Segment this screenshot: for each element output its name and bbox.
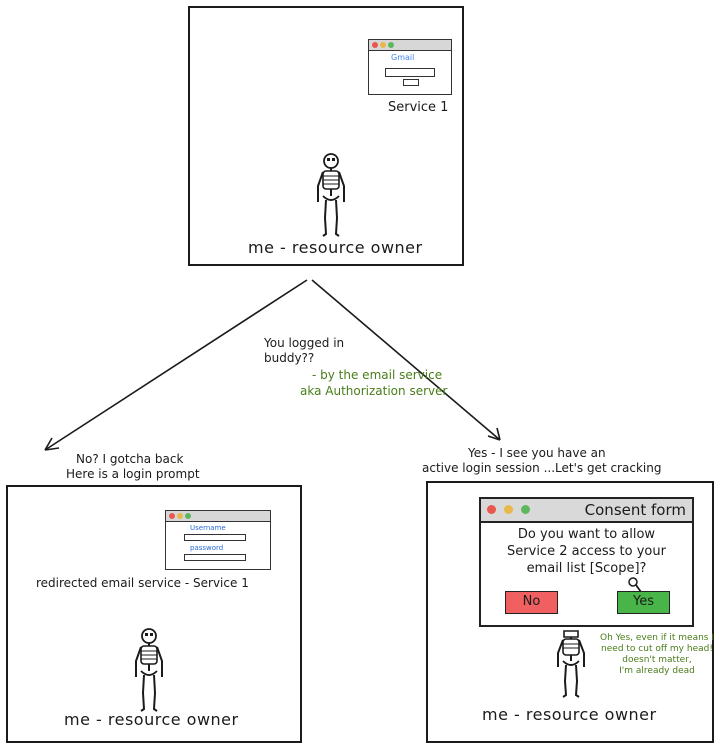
- right-caption-line1: Yes - I see you have an: [468, 446, 606, 460]
- top-panel: Gmail Service 1 me - resource owner: [188, 6, 464, 266]
- consent-question-2: Service 2 access to your: [507, 544, 666, 559]
- note-line2: need to cut off my head!: [601, 644, 713, 654]
- left-caption-line1: No? I gotcha back: [76, 452, 184, 466]
- note-line1: Oh Yes, even if it means I: [599, 633, 714, 643]
- service1-label: Service 1: [388, 100, 449, 115]
- mini-search-button: [403, 79, 419, 86]
- maximize-dot-icon: [185, 513, 191, 519]
- mini-search-field: [385, 68, 435, 77]
- yes-button[interactable]: Yes: [617, 591, 670, 614]
- window-titlebar: [166, 511, 270, 522]
- redirect-label: redirected email service - Service 1: [36, 576, 249, 590]
- owner-label-top: me - resource owner: [248, 238, 423, 257]
- magnifier-cursor-icon: [628, 577, 642, 593]
- login-mini-window: Username password: [165, 510, 271, 570]
- service1-mini-window: Gmail: [368, 39, 452, 95]
- window-titlebar: [369, 40, 451, 51]
- minimize-dot-icon: [504, 505, 513, 514]
- left-panel: Username password redirected email servi…: [6, 485, 302, 743]
- right-caption-line2: active login session ...Let's get cracki…: [422, 461, 662, 475]
- close-dot-icon: [487, 505, 496, 514]
- username-label: Username: [190, 524, 226, 532]
- skeleton-icon: [557, 630, 585, 698]
- consent-question-1: Do you want to allow: [517, 527, 656, 542]
- right-panel: Consent form Do you want to allow Servic…: [426, 481, 714, 743]
- password-label: password: [190, 544, 224, 552]
- arrow-to-left-branch: [44, 279, 308, 451]
- attribution-line1: - by the email service: [312, 368, 443, 382]
- maximize-dot-icon: [388, 42, 394, 48]
- consent-titlebar: Consent form: [481, 499, 692, 523]
- minimize-dot-icon: [177, 513, 183, 519]
- maximize-dot-icon: [521, 505, 530, 514]
- skeleton-icon: [135, 628, 163, 712]
- note-line4: I'm already dead: [619, 666, 695, 676]
- consent-title: Consent form: [584, 501, 686, 519]
- question-line2: buddy??: [264, 351, 315, 365]
- minimize-dot-icon: [380, 42, 386, 48]
- consent-question-3: email list [Scope]?: [526, 561, 647, 576]
- note-line3: doesn't matter,: [622, 655, 692, 665]
- username-field: [184, 534, 246, 541]
- password-field: [184, 554, 246, 561]
- gmail-brand: Gmail: [391, 53, 415, 62]
- question-line1: You logged in: [264, 336, 345, 350]
- owner-label-right: me - resource owner: [482, 705, 657, 724]
- skeleton-icon: [317, 153, 345, 237]
- owner-label-left: me - resource owner: [64, 710, 239, 729]
- arrow-to-right-branch: [311, 279, 501, 441]
- attribution-line2: aka Authorization server: [300, 384, 448, 398]
- left-caption-line2: Here is a login prompt: [66, 467, 200, 481]
- consent-window: Consent form Do you want to allow Servic…: [479, 497, 694, 627]
- no-button[interactable]: No: [505, 591, 558, 614]
- close-dot-icon: [372, 42, 378, 48]
- close-dot-icon: [169, 513, 175, 519]
